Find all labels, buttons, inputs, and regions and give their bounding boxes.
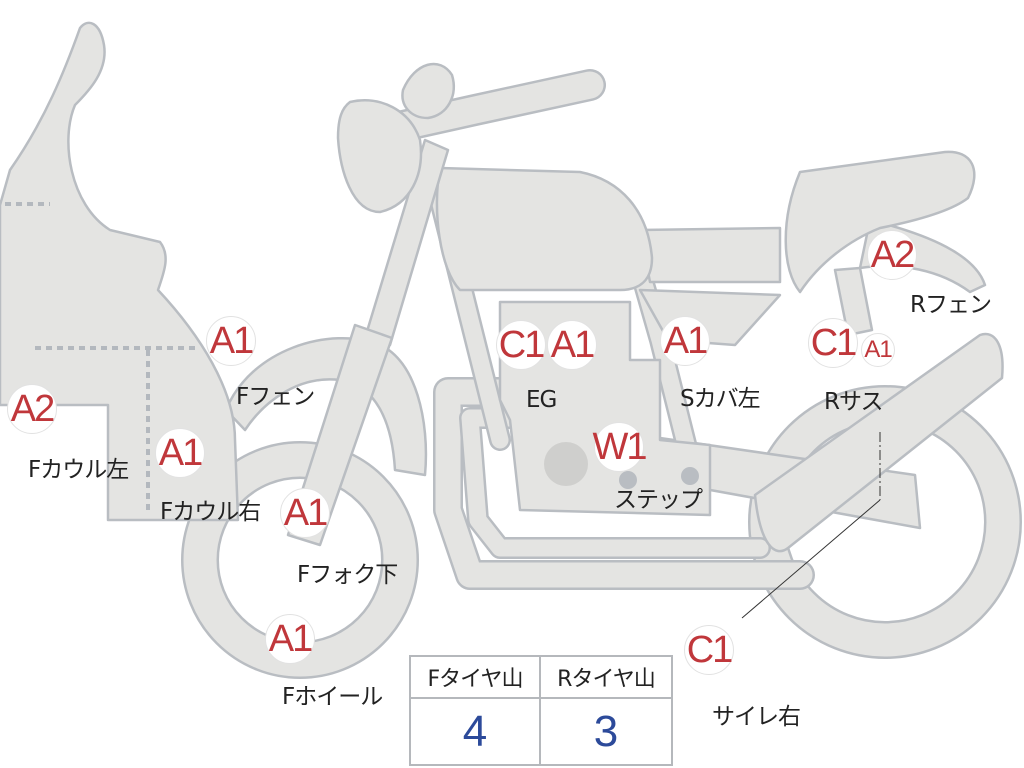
grade-badge-engine-a1: A1 [547,320,597,370]
front-tire-header: Fタイヤ山 [411,657,541,699]
part-label-muffler-right: サイレ右 [712,704,801,730]
part-label-front-wheel: Fホイール [282,684,383,710]
grade-badge-rear-suspension-a1: A1 [861,333,895,367]
grade-badge-step: W1 [593,422,648,472]
grade-badge-rear-fender: A2 [867,230,917,280]
part-label-side-cover-left: Sカバ左 [680,386,761,412]
part-label-front-fender: Fフェン [236,384,315,410]
part-label-rear-suspension: Rサス [824,389,884,415]
part-label-rear-fender: Rフェン [910,292,992,318]
part-label-front-cowl-left: Fカウル左 [28,457,129,483]
part-label-engine: EG [526,387,557,413]
rear-frame-shape [638,226,782,284]
grade-badge-rear-suspension-c1: C1 [808,318,858,368]
grade-badge-front-fork-lower: A1 [280,488,330,538]
grade-badge-front-fender: A1 [206,316,256,366]
part-label-front-cowl-right: Fカウル右 [160,499,261,525]
grade-badge-front-cowl-right: A1 [155,428,205,478]
tire-tread-table: Fタイヤ山 Rタイヤ山 4 3 [409,655,673,766]
part-label-front-fork-lower: Fフォク下 [297,562,398,588]
headlight-shape [336,99,423,214]
grade-badge-engine-c1: C1 [496,320,546,370]
rear-shock-shape [833,266,874,337]
grade-badge-front-cowl-left: A2 [7,384,57,434]
muffler-shape [753,332,1004,553]
fuel-tank-shape [435,166,654,292]
handlebar-shape [369,62,606,146]
front-tire-value: 4 [411,699,541,764]
seat-shape [784,150,976,294]
rear-tire-value: 3 [593,706,619,756]
grade-badge-muffler-right: C1 [684,625,734,675]
cowl-shape [0,21,240,522]
muffler-leader-line [741,499,881,619]
rear-tire-header: Rタイヤ山 [541,657,671,699]
part-label-step: ステップ [614,487,703,513]
grade-badge-front-wheel: A1 [265,614,315,664]
grade-badge-side-cover-left: A1 [660,316,710,366]
